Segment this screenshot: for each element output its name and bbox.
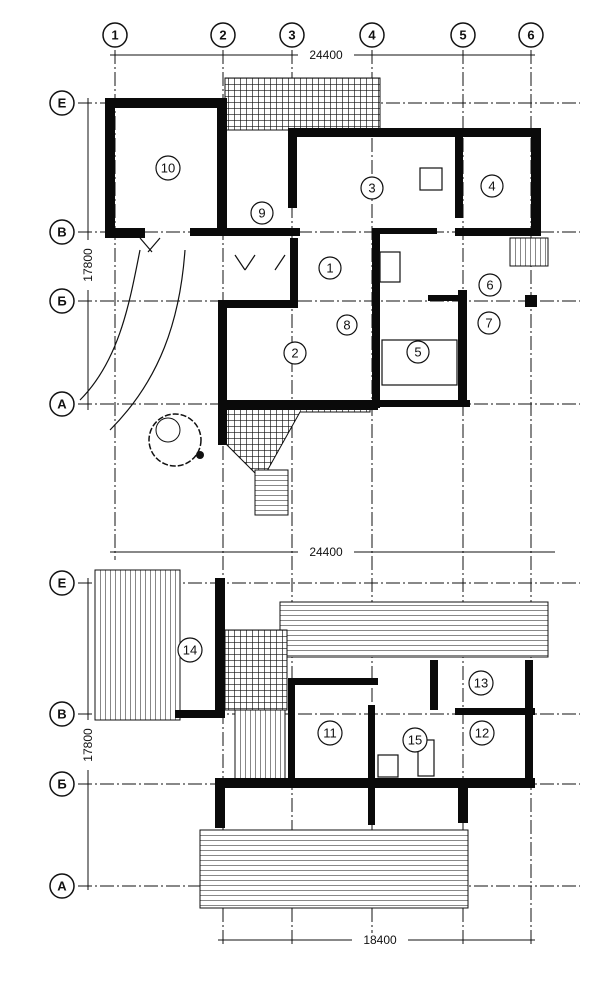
stair-paving <box>224 629 288 711</box>
driveway-curve <box>79 249 186 431</box>
axis-marker-V: В <box>49 219 75 245</box>
room-14: 14 <box>177 637 203 663</box>
side-stairs <box>509 237 549 267</box>
svg-text:14: 14 <box>183 643 197 658</box>
row-grid-lines <box>78 102 580 887</box>
roof-top <box>279 601 549 658</box>
dimension-lower-depth: 17800 <box>81 728 95 762</box>
axis-marker-E: Е <box>49 570 75 596</box>
row-axis-markers-lower: Е В Б А <box>49 570 75 899</box>
axis-marker-B: Б <box>49 288 75 314</box>
svg-text:2: 2 <box>219 28 226 43</box>
svg-text:10: 10 <box>161 161 175 176</box>
room-7: 7 <box>477 311 501 335</box>
dimension-upper-depth: 17800 <box>81 248 95 282</box>
svg-text:А: А <box>57 397 67 412</box>
room-12: 12 <box>469 720 495 746</box>
axis-marker-5: 5 <box>450 22 476 48</box>
column-grid-lines <box>114 50 532 945</box>
room-11: 11 <box>317 720 343 746</box>
room-13: 13 <box>468 670 494 696</box>
axis-marker-A: А <box>49 873 75 899</box>
row-axis-markers-upper: Е В Б А <box>49 90 75 417</box>
svg-text:Б: Б <box>57 777 66 792</box>
svg-text:6: 6 <box>527 28 534 43</box>
axis-marker-6: 6 <box>518 22 544 48</box>
svg-text:Б: Б <box>57 294 66 309</box>
svg-text:4: 4 <box>488 179 495 194</box>
room-1: 1 <box>318 256 342 280</box>
axis-marker-2: 2 <box>210 22 236 48</box>
svg-text:В: В <box>57 225 66 240</box>
svg-text:3: 3 <box>288 28 295 43</box>
axis-marker-3: 3 <box>279 22 305 48</box>
svg-text:7: 7 <box>485 316 492 331</box>
tree-icon <box>148 413 204 467</box>
svg-text:12: 12 <box>475 726 489 741</box>
room-8: 8 <box>336 314 358 336</box>
terrace-paving <box>224 77 381 131</box>
dimension-lower-bottom-width: 18400 <box>363 933 397 947</box>
room-6: 6 <box>478 273 502 297</box>
svg-text:11: 11 <box>323 726 337 741</box>
svg-text:4: 4 <box>368 28 376 43</box>
room-5: 5 <box>406 340 430 364</box>
svg-text:В: В <box>57 707 66 722</box>
svg-text:6: 6 <box>486 278 493 293</box>
svg-text:Е: Е <box>58 576 67 591</box>
room-3: 3 <box>360 176 384 200</box>
dimension-upper-width: 24400 <box>309 48 343 62</box>
dimension-lower-width: 24400 <box>309 545 343 559</box>
axis-marker-A: А <box>49 391 75 417</box>
axis-marker-V: В <box>49 701 75 727</box>
svg-text:1: 1 <box>111 28 118 43</box>
entrance-steps <box>254 469 289 516</box>
roof-bottom <box>199 829 469 909</box>
svg-text:5: 5 <box>414 345 421 360</box>
svg-text:13: 13 <box>474 676 488 691</box>
column-axis-markers: 1 2 3 4 5 6 <box>102 22 544 48</box>
axis-marker-E: Е <box>49 90 75 116</box>
ground-floor-plan <box>79 77 549 516</box>
svg-text:А: А <box>57 879 67 894</box>
room-2: 2 <box>283 341 307 365</box>
stair-lower <box>234 709 286 781</box>
svg-text:1: 1 <box>326 261 333 276</box>
svg-text:5: 5 <box>459 28 466 43</box>
svg-text:8: 8 <box>343 318 350 333</box>
svg-text:3: 3 <box>368 181 375 196</box>
entrance-paving <box>221 407 371 481</box>
balcony-left <box>94 569 181 721</box>
upper-floor-plan <box>94 569 549 909</box>
room-4: 4 <box>480 174 504 198</box>
axis-marker-4: 4 <box>359 22 385 48</box>
axis-marker-B: Б <box>49 771 75 797</box>
room-15: 15 <box>402 727 428 753</box>
svg-text:15: 15 <box>408 733 422 748</box>
svg-text:2: 2 <box>291 346 298 361</box>
axis-marker-1: 1 <box>102 22 128 48</box>
svg-text:Е: Е <box>58 96 67 111</box>
svg-text:9: 9 <box>258 206 265 221</box>
room-10: 10 <box>155 155 181 181</box>
room-labels: 1 2 3 4 5 6 7 8 9 10 11 12 13 14 15 <box>155 155 504 753</box>
room-9: 9 <box>250 201 274 225</box>
